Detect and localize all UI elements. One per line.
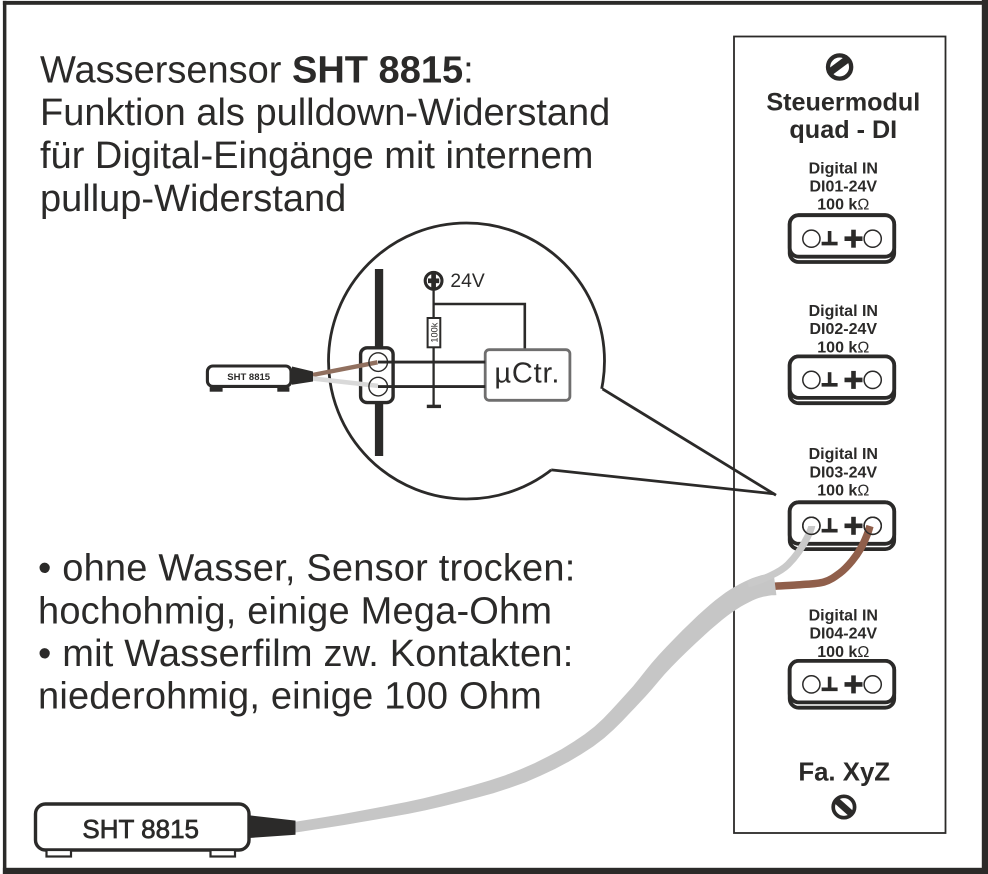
svg-text:Steuermodul: Steuermodul xyxy=(766,89,920,117)
svg-text:Digital IN: Digital IN xyxy=(809,446,878,463)
svg-text:pullup-Widerstand: pullup-Widerstand xyxy=(40,178,346,220)
svg-text:100 kΩ: 100 kΩ xyxy=(817,644,869,661)
svg-text:24V: 24V xyxy=(450,271,484,292)
svg-text:für Digital-Eingänge mit inter: für Digital-Eingänge mit internem xyxy=(40,135,593,177)
svg-text:Digital IN: Digital IN xyxy=(809,303,878,320)
svg-text:100 kΩ: 100 kΩ xyxy=(817,197,869,214)
svg-text:hochohmig, einige Mega-Ohm: hochohmig, einige Mega-Ohm xyxy=(38,590,552,632)
svg-text:µCtr.: µCtr. xyxy=(494,357,560,389)
svg-text:Fa. XyZ: Fa. XyZ xyxy=(798,758,890,786)
svg-text:Wassersensor SHT 8815:: Wassersensor SHT 8815: xyxy=(40,49,474,91)
svg-text:100k: 100k xyxy=(429,322,439,342)
svg-text:DI01-24V: DI01-24V xyxy=(810,179,878,196)
svg-text:DI03-24V: DI03-24V xyxy=(810,464,878,481)
svg-text:100 kΩ: 100 kΩ xyxy=(817,339,869,356)
svg-text:Digital IN: Digital IN xyxy=(809,608,878,625)
svg-text:SHT 8815: SHT 8815 xyxy=(82,814,199,844)
svg-text:quad - DI: quad - DI xyxy=(789,116,897,144)
svg-text:Funktion als pulldown-Widersta: Funktion als pulldown-Widerstand xyxy=(40,92,610,134)
svg-text:• mit Wasserfilm zw. Kontakten: • mit Wasserfilm zw. Kontakten: xyxy=(38,633,573,675)
svg-text:SHT 8815: SHT 8815 xyxy=(227,372,270,383)
svg-text:DI04-24V: DI04-24V xyxy=(810,626,878,643)
svg-text:Digital IN: Digital IN xyxy=(809,160,878,177)
svg-text:DI02-24V: DI02-24V xyxy=(810,321,878,338)
svg-text:• ohne Wasser, Sensor trocken:: • ohne Wasser, Sensor trocken: xyxy=(38,548,575,590)
svg-text:niederohmig, einige 100 Ohm: niederohmig, einige 100 Ohm xyxy=(38,676,542,718)
svg-text:100 kΩ: 100 kΩ xyxy=(817,483,869,500)
